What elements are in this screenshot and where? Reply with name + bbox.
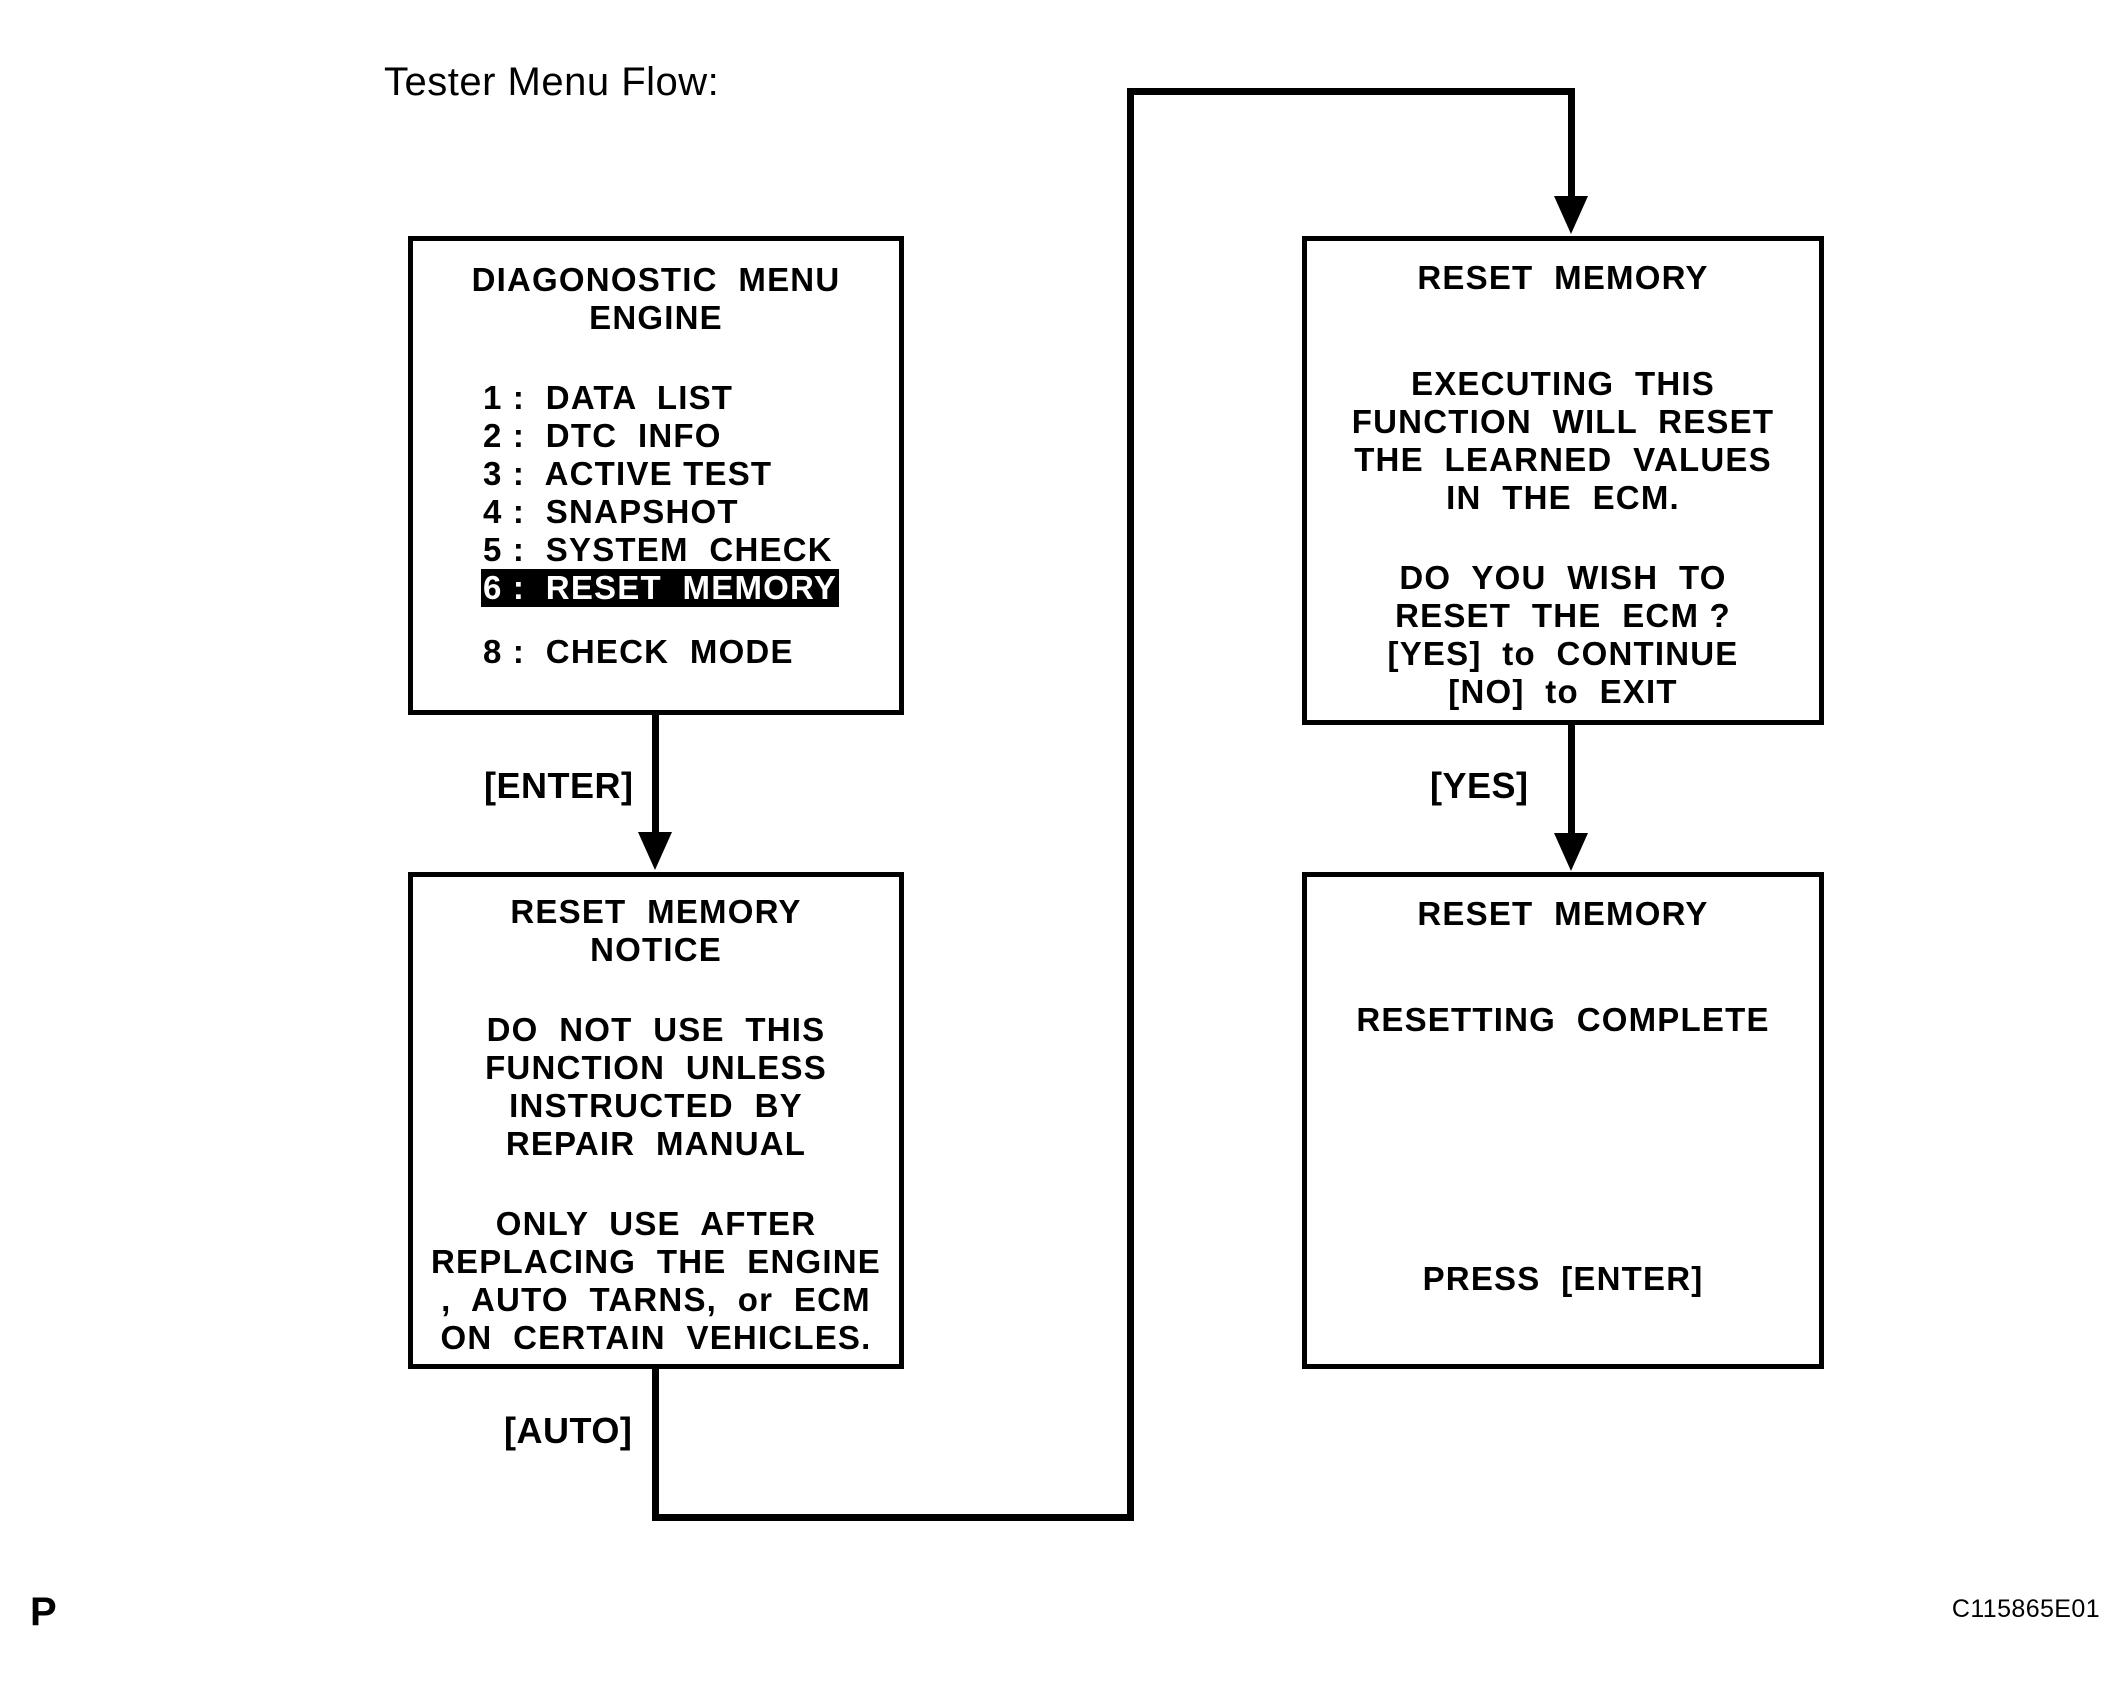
menu-item-active-test[interactable]: 3 : ACTIVE TEST (482, 455, 773, 492)
notice-header-line-2: NOTICE (590, 931, 722, 968)
complete-header: RESET MEMORY (1417, 895, 1709, 932)
tester-screen-diagnostic-menu: DIAGONOSTIC MENU ENGINE 1 : DATA LIST 2 … (408, 236, 904, 715)
page-marker: P (30, 1590, 57, 1634)
notice-p2-line-2: REPLACING THE ENGINE (431, 1243, 881, 1280)
confirm-p1-line-2: FUNCTION WILL RESET (1351, 403, 1775, 440)
page-title: Tester Menu Flow: (384, 60, 720, 104)
tester-screen-reset-memory-confirm: RESET MEMORY EXECUTING THIS FUNCTION WIL… (1302, 236, 1824, 725)
confirm-p2-line-2: RESET THE ECM ? (1395, 597, 1731, 634)
confirm-spacer-2 (1307, 517, 1819, 559)
complete-spacer-1 (1307, 933, 1819, 1001)
connector-enter-line (652, 714, 659, 834)
connector-auto-segment-up (1127, 88, 1134, 1521)
menu-item-data-list[interactable]: 1 : DATA LIST (482, 379, 734, 416)
confirm-prompt-yes[interactable]: [YES] to CONTINUE (1387, 635, 1739, 672)
confirm-prompt-no[interactable]: [NO] to EXIT (1448, 673, 1678, 710)
connector-auto-segment-down-to-confirm (1568, 88, 1575, 198)
notice-header-line-1: RESET MEMORY (510, 893, 802, 930)
notice-p2-line-1: ONLY USE AFTER (495, 1205, 817, 1242)
connector-auto-segment-right (652, 1514, 1134, 1521)
menu-item-reset-memory-selected[interactable]: 6 : RESET MEMORY (480, 569, 840, 607)
tester-screen-reset-memory-complete: RESET MEMORY RESETTING COMPLETE PRESS [E… (1302, 872, 1824, 1369)
menu-item-dtc-info[interactable]: 2 : DTC INFO (482, 417, 722, 454)
menu-item-snapshot[interactable]: 4 : SNAPSHOT (482, 493, 739, 530)
notice-p2-line-3: , AUTO TARNS, or ECM (441, 1281, 871, 1318)
edge-label-auto: [AUTO] (504, 1410, 633, 1451)
edge-label-enter: [ENTER] (484, 765, 634, 806)
connector-auto-segment-down-from-notice (652, 1369, 659, 1521)
connector-auto-segment-top (1127, 88, 1575, 95)
connector-auto-arrowhead (1554, 196, 1588, 234)
confirm-p1-line-1: EXECUTING THIS (1410, 365, 1716, 402)
menu-item-gap (481, 607, 839, 633)
figure-code: C115865E01 (1951, 1595, 2100, 1623)
complete-prompt-press-enter[interactable]: PRESS [ENTER] (1422, 1260, 1704, 1297)
menu-item-list: 1 : DATA LIST 2 : DTC INFO 3 : ACTIVE TE… (480, 379, 840, 671)
notice-spacer-2 (413, 1163, 899, 1205)
menu-item-check-mode[interactable]: 8 : CHECK MODE (482, 633, 794, 670)
menu-header-line-1: DIAGONOSTIC MENU (471, 261, 841, 298)
confirm-p1-line-4: IN THE ECM. (1446, 479, 1680, 516)
notice-p1-line-2: FUNCTION UNLESS (485, 1049, 827, 1086)
connector-yes-arrowhead (1554, 833, 1588, 871)
connector-yes-line (1568, 725, 1575, 837)
complete-status: RESETTING COMPLETE (1356, 1001, 1770, 1038)
connector-enter-arrowhead (638, 832, 672, 870)
confirm-p1-line-3: THE LEARNED VALUES (1354, 441, 1772, 478)
menu-spacer (413, 337, 899, 379)
notice-p1-line-3: INSTRUCTED BY (509, 1087, 803, 1124)
notice-p1-line-4: REPAIR MANUAL (505, 1125, 807, 1162)
tester-screen-reset-memory-notice: RESET MEMORY NOTICE DO NOT USE THIS FUNC… (408, 872, 904, 1369)
confirm-header: RESET MEMORY (1417, 259, 1709, 296)
menu-header-line-2: ENGINE (589, 299, 723, 336)
notice-p2-line-4: ON CERTAIN VEHICLES. (440, 1319, 872, 1356)
confirm-spacer-1 (1307, 297, 1819, 365)
menu-item-system-check[interactable]: 5 : SYSTEM CHECK (482, 531, 833, 568)
notice-p1-line-1: DO NOT USE THIS (486, 1011, 826, 1048)
notice-spacer-1 (413, 969, 899, 1011)
confirm-p2-line-1: DO YOU WISH TO (1399, 559, 1727, 596)
edge-label-yes: [YES] (1430, 765, 1529, 806)
